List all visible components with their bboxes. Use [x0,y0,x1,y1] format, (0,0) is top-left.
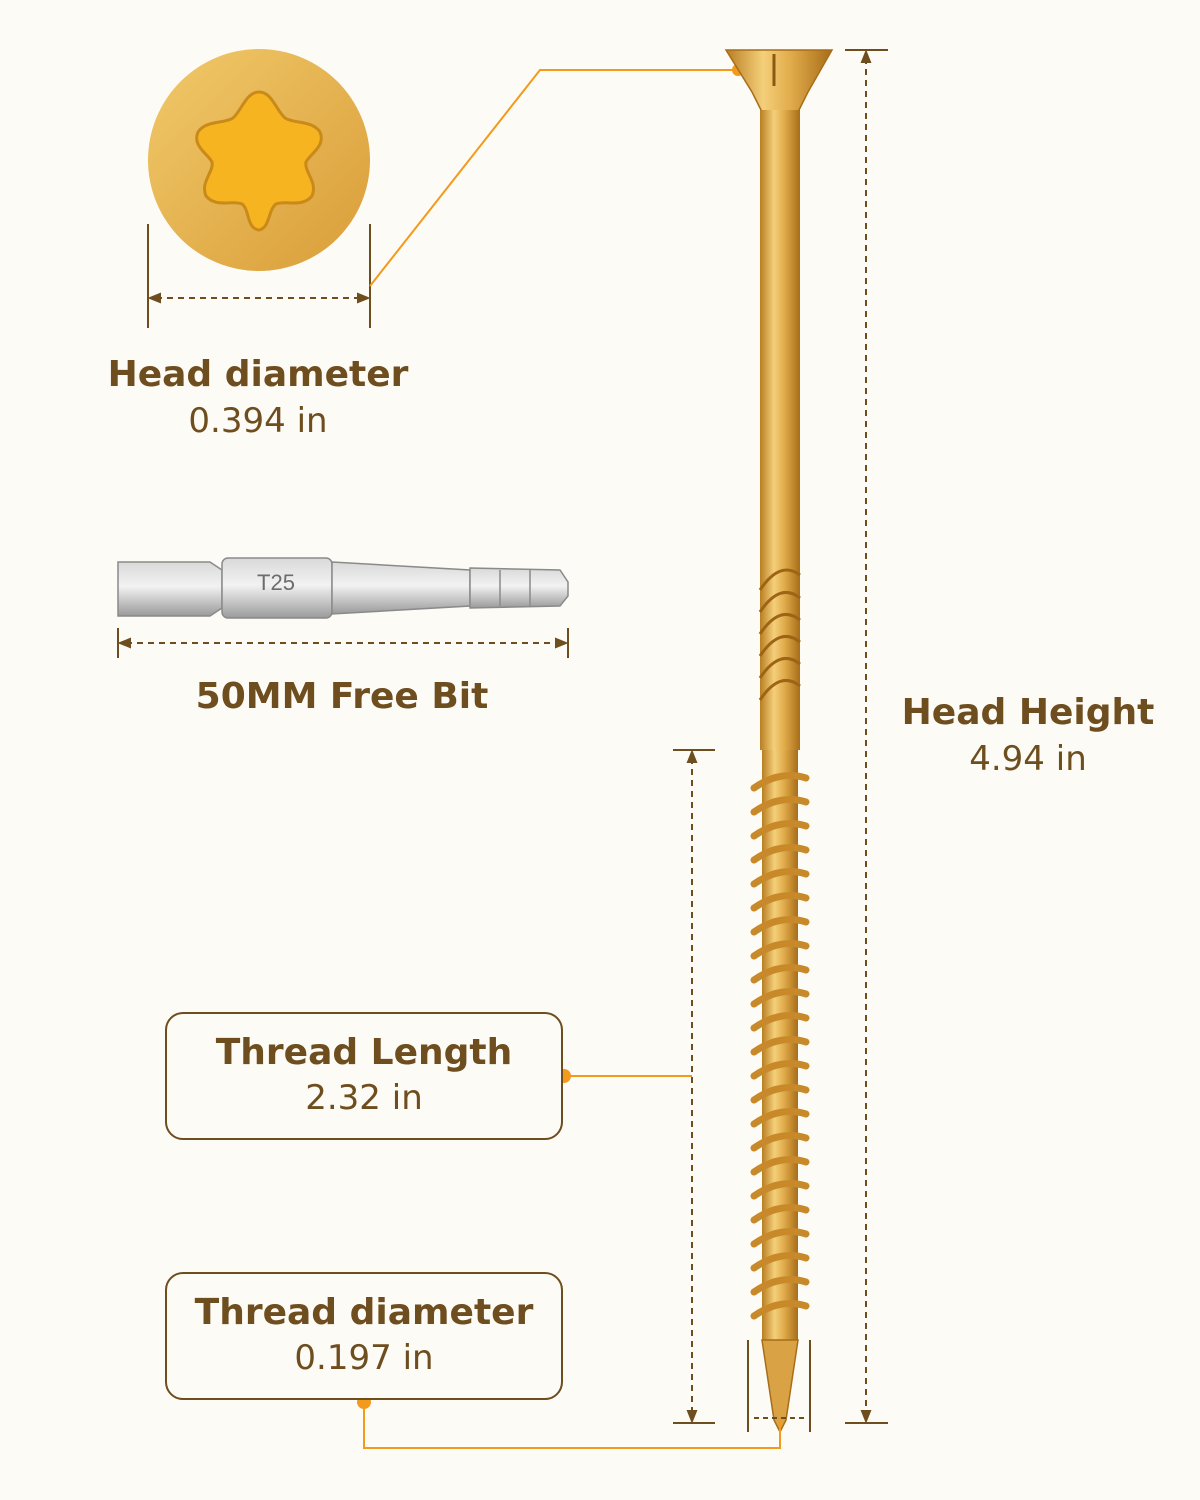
head-diameter-label: Head diameter 0.394 in [80,352,436,444]
thread-ridge [750,1156,810,1176]
thread-ridge [750,796,810,816]
head-diameter-dimension [147,224,371,328]
thread-ridge [750,1108,810,1128]
bit-length-dimension [117,628,569,658]
thread-ridge [750,940,810,960]
thread-ridge [750,916,810,936]
thread-diameter-value: 0.197 in [294,1338,434,1378]
thread-ridge [750,1084,810,1104]
screw-head-top-view [148,49,370,271]
head-height-dimension [845,49,888,1424]
thread-ridge [750,964,810,984]
thread-ridge [750,1012,810,1032]
head-height-label: Head Height 4.94 in [890,690,1166,782]
thread-diameter-title: Thread diameter [194,1292,534,1333]
thread-length-dimension [673,749,715,1424]
thread-ridge [750,1300,810,1320]
thread-length-callout-line [557,1069,692,1083]
head-height-value: 4.94 in [969,739,1087,779]
thread-ridge [750,844,810,864]
head-diameter-title: Head diameter [107,354,409,395]
thread-ridge [750,1204,810,1224]
thread-ridge [750,1228,810,1248]
head-diameter-value: 0.394 in [188,401,328,441]
driver-bit: T25 [117,557,569,619]
thread-length-value: 2.32 in [305,1078,423,1118]
thread-ridge [750,1132,810,1152]
head-callout-line [369,64,744,287]
free-bit-label: 50MM Free Bit [195,676,489,717]
head-height-title: Head Height [901,692,1155,733]
torx-recess-icon [195,90,323,232]
thread-ridges [750,772,810,1320]
thread-ridge [750,1060,810,1080]
thread-length-box: Thread Length 2.32 in [165,1012,563,1140]
thread-ridge [750,1252,810,1272]
thread-ridge [750,1276,810,1296]
thread-ridge [750,1036,810,1056]
thread-ridge [750,892,810,912]
screw-side-view [724,49,834,1434]
thread-ridge [750,820,810,840]
bit-engraving: T25 [257,570,295,595]
thread-ridge [750,868,810,888]
thread-ridge [750,772,810,792]
thread-length-title: Thread Length [215,1032,513,1073]
thread-diameter-callout-line [357,1395,781,1449]
thread-diameter-dimension [747,1340,811,1432]
thread-ridge [750,1180,810,1200]
thread-ridge [750,988,810,1008]
thread-diameter-box: Thread diameter 0.197 in [165,1272,563,1400]
